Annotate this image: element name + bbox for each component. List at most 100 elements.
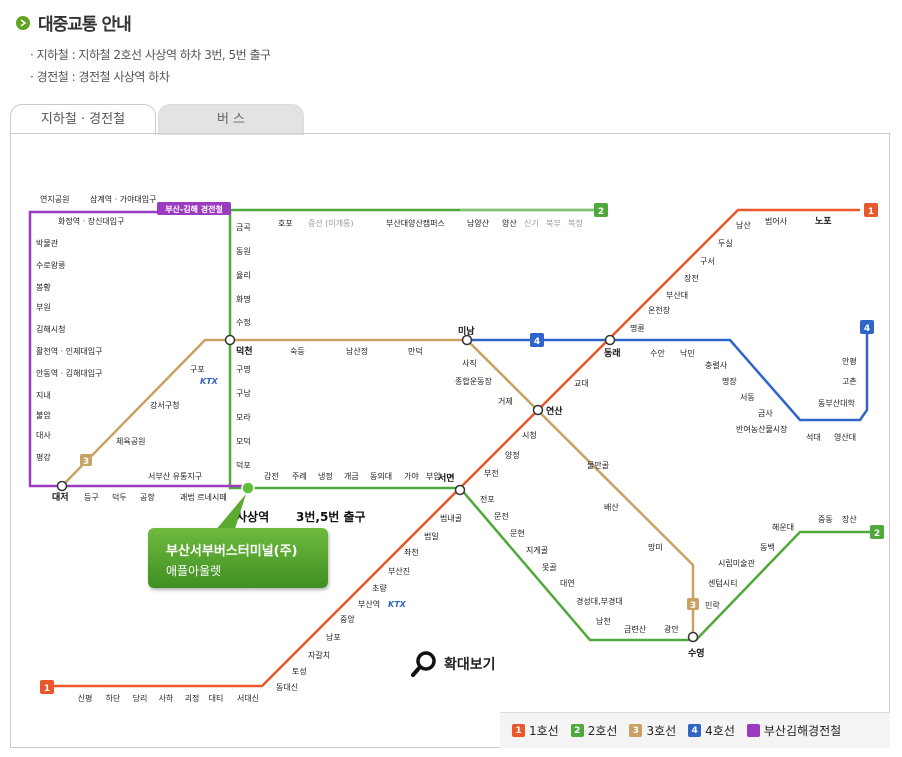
station-label: 가야: [404, 471, 419, 481]
station-label: 거제: [498, 397, 513, 406]
legend-label: 부산김해경전철: [763, 724, 842, 738]
station-label: 서면: [438, 472, 455, 484]
station-label: 교대: [574, 379, 589, 388]
callout-line2: 애플아울렛: [166, 564, 222, 578]
station-label: 명륜: [630, 323, 645, 333]
station-label: 수영: [688, 647, 705, 659]
callout-line1: 부산서부버스터미널(주): [166, 544, 298, 559]
station-label: 토성: [292, 667, 307, 676]
station-label: 불암: [36, 410, 51, 420]
station-label: 만덕: [408, 346, 423, 356]
title-text: 대중교통 안내: [38, 15, 132, 35]
station-label: 주례: [292, 471, 307, 481]
station-label: 미남: [458, 325, 475, 337]
station-label: 대티: [209, 694, 224, 703]
station-label: 안동역 · 김해대입구: [36, 368, 103, 378]
line4-badge: [530, 333, 544, 347]
station-label: 덕포: [236, 460, 251, 470]
station-label: 공항: [140, 493, 155, 502]
station-label: 숙등: [290, 347, 305, 356]
station-label: 냉정: [318, 471, 333, 481]
ktx-busan-icon: KTX: [388, 600, 407, 609]
transfer-node: [224, 334, 236, 346]
station-label: 지게골: [526, 545, 548, 555]
station-label: 석대: [806, 432, 821, 442]
page-title: 대중교통 안내: [16, 10, 132, 35]
transfer-node: [461, 334, 473, 346]
station-label: 연지공원: [40, 195, 69, 204]
station-label: 수로왕릉: [36, 261, 65, 270]
station-label: 금련산: [624, 624, 647, 634]
station-label: 부산진: [388, 566, 410, 576]
transfer-node: [687, 631, 699, 643]
station-label: 동대신: [276, 683, 298, 692]
station-label: 좌천: [404, 547, 419, 557]
station-label: 부암: [426, 471, 441, 481]
legend-label: 4호선: [705, 724, 735, 738]
station-label: 부원: [36, 303, 51, 312]
station-label: 두실: [718, 238, 733, 248]
destination-callout: 부산서부버스터미널(주) 애플아울렛: [148, 528, 328, 588]
legend-item-line1: 1 1호선: [512, 722, 559, 739]
station-label: 못골: [542, 563, 557, 572]
line-legend: 1 1호선 2 2호선 3 3호선 4 4호선 부산김해경전철: [500, 712, 890, 748]
station-label: 광안: [664, 624, 679, 634]
station-label: 장전: [684, 273, 699, 283]
subway-info: · 지하철 : 지하철 2호선 사상역 하차 3번, 5번 출구: [30, 48, 271, 62]
ktx-gupo-icon: KTX: [200, 377, 219, 386]
station-label: 수안: [650, 348, 665, 358]
station-label: 박물관: [36, 238, 59, 248]
station-label: 센텀시티: [708, 578, 737, 588]
bgl-track: [28, 210, 248, 488]
station-label: 반여농산물시장: [736, 424, 788, 434]
station-label: 대저: [52, 491, 69, 503]
line1-badge-text: 1: [868, 207, 874, 217]
tab-subway[interactable]: 지하철 · 경전철: [10, 104, 156, 135]
station-label: 복정: [568, 218, 583, 228]
zoom-button[interactable]: 확대보기: [410, 650, 496, 678]
exit-label: 3번,5번 출구: [296, 509, 366, 524]
station-label: 동백: [760, 542, 775, 552]
line2-badge-east-text: 2: [874, 529, 880, 539]
station-label: 낙민: [680, 348, 695, 358]
station-label: 체육공원: [116, 436, 145, 446]
station-label: 범내골: [440, 513, 462, 523]
station-label: 개금: [344, 471, 359, 481]
station-label: 부산대양산캠퍼스: [386, 218, 445, 228]
legend-item-line4: 4 4호선: [688, 722, 735, 739]
station-label: 양정: [505, 450, 520, 460]
line2-badge-text: 2: [598, 207, 604, 217]
line1-badge: [864, 203, 878, 217]
station-label: 남천: [596, 616, 611, 626]
station-label: 남산정: [346, 346, 368, 356]
station-label: 망미: [648, 542, 663, 552]
station-label: 호포: [278, 219, 293, 228]
line2-badge-east: [870, 525, 884, 539]
map-panel: [10, 133, 890, 748]
station-label: 초량: [372, 583, 387, 593]
station-label: 활천역 · 인제대입구: [36, 346, 103, 356]
tab-bus[interactable]: 버 스: [158, 104, 304, 135]
station-label: 자갈치: [308, 651, 330, 660]
bgl-badge-text: 부산-김해 경전철: [165, 204, 223, 214]
station-label: 종합운동장: [455, 376, 492, 386]
station-label: 남양산: [467, 218, 490, 228]
station-label: 시립미술관: [718, 558, 755, 568]
station-label: 서부산 유통지구: [148, 471, 202, 481]
station-label: 안평: [842, 356, 857, 366]
magnifier-icon: [411, 651, 436, 677]
station-label: 사하: [159, 693, 174, 703]
station-label: 양산: [502, 218, 517, 228]
station-label: 부산대: [666, 290, 688, 300]
station-label: 고촌: [842, 377, 857, 386]
station-label: 신기: [524, 219, 539, 228]
station-label: 사직: [462, 358, 477, 368]
station-label: 등구: [84, 493, 99, 502]
station-label: 북부: [546, 219, 561, 228]
zoom-label: 확대보기: [444, 657, 496, 673]
station-label: 대사: [36, 431, 51, 440]
station-label: 전포: [480, 494, 495, 504]
station-label: 김해시청: [36, 324, 65, 334]
station-label: 구서: [700, 257, 715, 266]
